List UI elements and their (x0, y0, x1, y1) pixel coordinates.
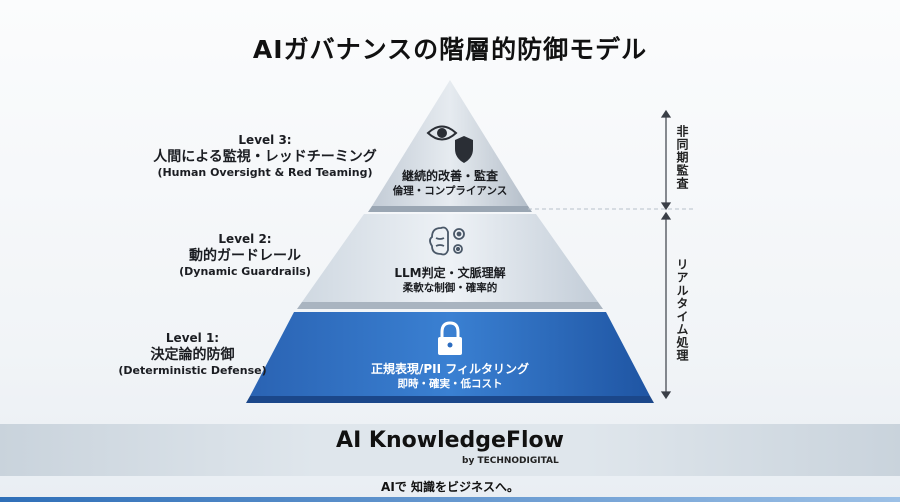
side-label-realtime: リアルタイム処理 (675, 258, 689, 362)
bottom-accent-line (0, 497, 900, 502)
level-3-number: Level 3: (238, 133, 292, 147)
tier-top-line2: 倫理・コンプライアンス (392, 185, 508, 197)
level-3-english: (Human Oversight & Red Teaming) (157, 166, 373, 179)
level-1-number: Level 1: (165, 331, 220, 345)
footer-band (0, 424, 900, 476)
tier-top (372, 80, 528, 206)
tier-bottom-edge (246, 396, 654, 403)
level-2-label: Level 2: 動的ガードレール (Dynamic Guardrails) (140, 232, 350, 279)
brand-byline: by TECHNODIGITAL (462, 456, 559, 466)
side-label-async: 非同期監査 (675, 125, 689, 190)
page-title: AIガバナンスの階層的防御モデル (252, 35, 648, 64)
level-1-label: Level 1: 決定論的防御 (Deterministic Defense) (100, 331, 285, 378)
side-bracket-realtime (660, 211, 672, 400)
side-bracket-async (660, 109, 672, 211)
eye-shield-icon (426, 125, 473, 163)
tier-top-edge (368, 206, 532, 212)
tier-middle (302, 214, 598, 302)
brand-name: AI KnowledgeFlow (336, 428, 564, 453)
level-1-english: (Deterministic Defense) (118, 364, 267, 377)
brain-gear-icon (429, 226, 465, 256)
tier-top-text: 継続的改善・監査 倫理・コンプライアンス (370, 168, 530, 199)
level-3-label: Level 3: 人間による監視・レッドチーミング (Human Oversig… (150, 133, 380, 180)
tier-bottom-text: 正規表現/PII フィルタリング 即時・確実・低コスト (330, 361, 570, 392)
brand-tagline: AIで 知識をビジネスへ。 (381, 480, 519, 494)
tier-middle-text: LLM判定・文脈理解 柔軟な制御・確率的 (350, 265, 550, 296)
level-2-english: (Dynamic Guardrails) (179, 265, 311, 278)
tier-middle-line1: LLM判定・文脈理解 (394, 266, 506, 280)
tier-middle-edge (297, 302, 603, 309)
level-3-name: 人間による監視・レッドチーミング (153, 149, 377, 165)
level-1-name: 決定論的防御 (150, 347, 235, 363)
tier-top-line1: 継続的改善・監査 (401, 169, 498, 183)
tier-bottom-line2: 即時・確実・低コスト (397, 378, 503, 390)
lock-icon (438, 321, 462, 355)
tier-middle-line2: 柔軟な制御・確率的 (402, 282, 498, 294)
tier-bottom-line1: 正規表現/PII フィルタリング (370, 362, 530, 376)
level-2-name: 動的ガードレール (189, 248, 301, 264)
level-2-number: Level 2: (218, 232, 272, 246)
